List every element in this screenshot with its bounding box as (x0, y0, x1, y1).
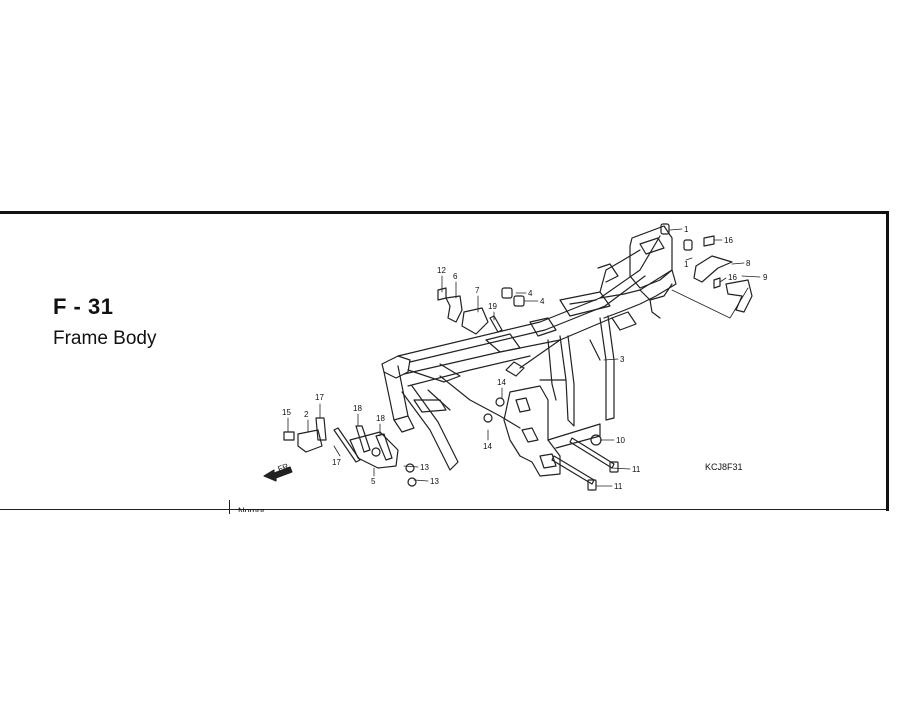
callout-6: 6 (453, 272, 458, 281)
callout-1: 1 (684, 260, 689, 269)
callout-3: 3 (620, 355, 625, 364)
callout-11: 11 (614, 482, 623, 491)
callout-4: 4 (540, 297, 545, 306)
callout-18: 18 (353, 404, 362, 413)
callout-9: 9 (763, 273, 768, 282)
callout-13: 13 (420, 463, 429, 472)
callout-15: 15 (282, 408, 291, 417)
callout-14: 14 (497, 378, 506, 387)
callout-2: 2 (304, 410, 309, 419)
callout-12: 12 (437, 266, 446, 275)
main-frame-tubes (397, 225, 677, 477)
head-pipe (381, 355, 415, 433)
callout-19: 19 (488, 302, 497, 311)
callout-14: 14 (483, 442, 492, 451)
callout-10: 10 (616, 436, 625, 445)
callout-16: 16 (724, 236, 733, 245)
callout-5: 5 (371, 477, 376, 486)
callout-16: 16 (728, 273, 737, 282)
front-direction-arrow (263, 466, 293, 482)
section-code: F - 31 (53, 294, 114, 319)
section-title: Frame Body (53, 328, 157, 349)
drawing-reference-code: KCJ8F31 (705, 462, 743, 472)
table-top-rule (0, 509, 887, 510)
callout-13: 13 (430, 477, 439, 486)
callout-7: 7 (475, 286, 480, 295)
callout-1: 1 (684, 225, 689, 234)
diagram-frame (0, 211, 889, 511)
callout-17: 17 (332, 458, 341, 467)
callout-11: 11 (632, 465, 641, 474)
callout-18: 18 (376, 414, 385, 423)
leader-lines (287, 228, 761, 487)
small-parts (283, 223, 753, 491)
callout-17: 17 (315, 393, 324, 402)
callout-4: 4 (528, 289, 533, 298)
front-direction-label: FR. (277, 461, 292, 474)
part-callouts: 1 1 16 8 16 9 12 6 7 4 4 19 3 14 14 17 1… (277, 225, 768, 491)
callout-8: 8 (746, 259, 751, 268)
table-column-divider (229, 500, 230, 514)
table-column-header: Nomor (238, 506, 266, 512)
